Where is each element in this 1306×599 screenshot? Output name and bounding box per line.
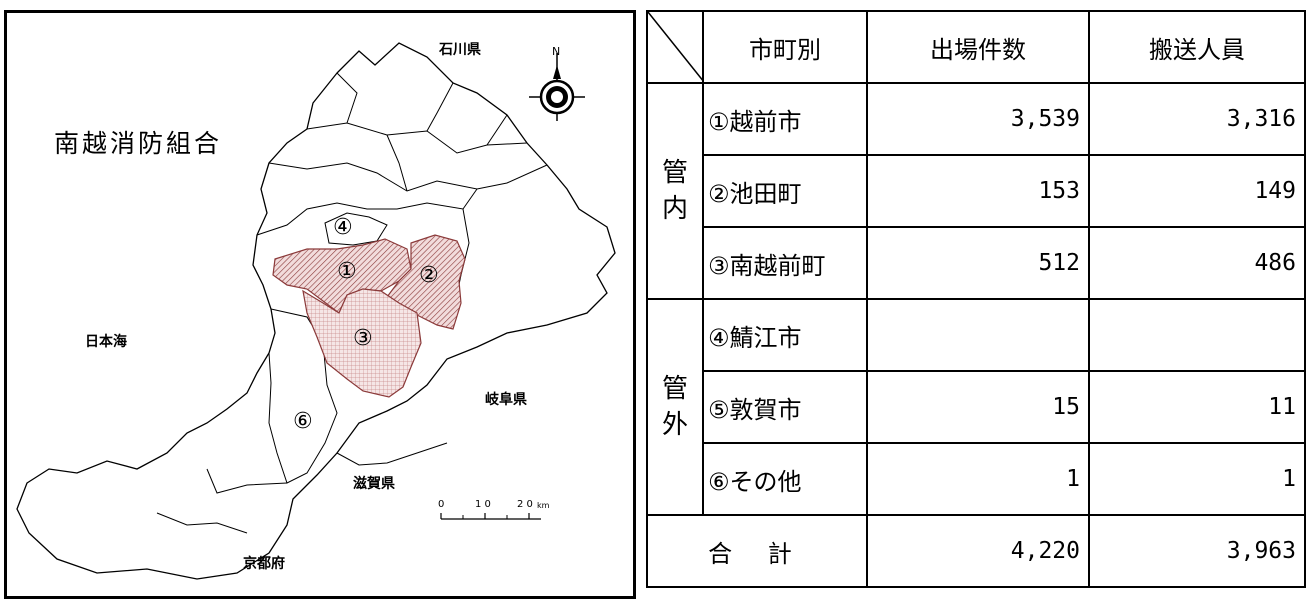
label-japan-sea: 日本海 xyxy=(85,334,127,350)
scale-20: 2 0 xyxy=(517,499,533,510)
north-label: N xyxy=(552,45,561,58)
scale-10: 1 0 xyxy=(475,499,491,510)
map-panel: 南越消防組合 石川県 N 日本海 岐阜県 滋賀県 京都府 ④ ① ② ③ ⑥ 0… xyxy=(4,10,636,599)
sabae-area xyxy=(324,212,388,246)
header-row: 市町別 出場件数 搬送人員 xyxy=(646,10,1306,84)
row-dispatches: 153 xyxy=(866,154,1090,228)
row-dispatches: 3,539 xyxy=(866,82,1090,156)
minami-echizen-area xyxy=(302,288,422,398)
row-name: ②池田町 xyxy=(702,154,868,228)
row-name: ⑤敦賀市 xyxy=(702,370,868,444)
row-transports: 149 xyxy=(1088,154,1306,228)
area-4-label: ④ xyxy=(333,215,353,240)
row-name: ③南越前町 xyxy=(702,226,868,300)
group-outside: 管 外 xyxy=(646,298,704,516)
scale-unit: km xyxy=(537,501,550,510)
header-dispatches: 出場件数 xyxy=(866,10,1090,84)
area-3-label: ③ xyxy=(353,326,373,351)
row-dispatches: 15 xyxy=(866,370,1090,444)
row-transports: 1 xyxy=(1088,442,1306,516)
row-transports xyxy=(1088,298,1306,372)
row-transports: 11 xyxy=(1088,370,1306,444)
header-transports: 搬送人員 xyxy=(1088,10,1306,84)
total-dispatches: 4,220 xyxy=(866,514,1090,588)
total-label: 合 計 xyxy=(646,514,868,588)
row-dispatches: 512 xyxy=(866,226,1090,300)
row-dispatches xyxy=(866,298,1090,372)
table-row: ⑥その他 1 1 xyxy=(647,442,1306,516)
total-row: 合 計 4,220 3,963 xyxy=(646,514,1306,588)
org-title: 南越消防組合 xyxy=(54,129,223,158)
stats-table-panel: 市町別 出場件数 搬送人員 管 内 ①越前市 3,539 3,316 ②池田町 … xyxy=(646,10,1306,599)
row-name: ⑥その他 xyxy=(702,442,868,516)
table-row: 管 外 ④鯖江市 xyxy=(646,298,1306,516)
group-inside: 管 内 xyxy=(646,82,704,300)
label-shiga: 滋賀県 xyxy=(353,476,395,492)
area-1-label: ① xyxy=(337,259,357,284)
label-kyoto: 京都府 xyxy=(243,556,285,572)
stats-table: 市町別 出場件数 搬送人員 管 内 ①越前市 3,539 3,316 ②池田町 … xyxy=(646,10,1306,588)
header-municipality: 市町別 xyxy=(702,10,868,84)
label-ishikawa: 石川県 xyxy=(439,42,481,58)
scale-0: 0 xyxy=(438,499,445,510)
label-gifu: 岐阜県 xyxy=(485,392,527,408)
table-row: ⑤敦賀市 15 11 xyxy=(647,370,1306,444)
row-transports: 486 xyxy=(1088,226,1306,300)
corner-cell xyxy=(646,10,704,84)
ikeda-town-area xyxy=(386,234,466,330)
table-row: ③南越前町 512 486 xyxy=(647,226,1306,300)
area-6-label: ⑥ xyxy=(293,409,313,434)
compass-icon xyxy=(529,53,585,121)
row-transports: 3,316 xyxy=(1088,82,1306,156)
row-dispatches: 1 xyxy=(866,442,1090,516)
table-row: 管 内 ①越前市 3,539 3,316 xyxy=(646,82,1306,300)
region-map xyxy=(16,42,616,580)
row-name: ④鯖江市 xyxy=(702,298,868,372)
total-transports: 3,963 xyxy=(1088,514,1306,588)
area-2-label: ② xyxy=(419,263,439,288)
row-name: ①越前市 xyxy=(702,82,868,156)
scale-bar xyxy=(440,513,541,520)
diagonal-line xyxy=(648,12,704,82)
table-row: ②池田町 153 149 xyxy=(647,154,1306,228)
